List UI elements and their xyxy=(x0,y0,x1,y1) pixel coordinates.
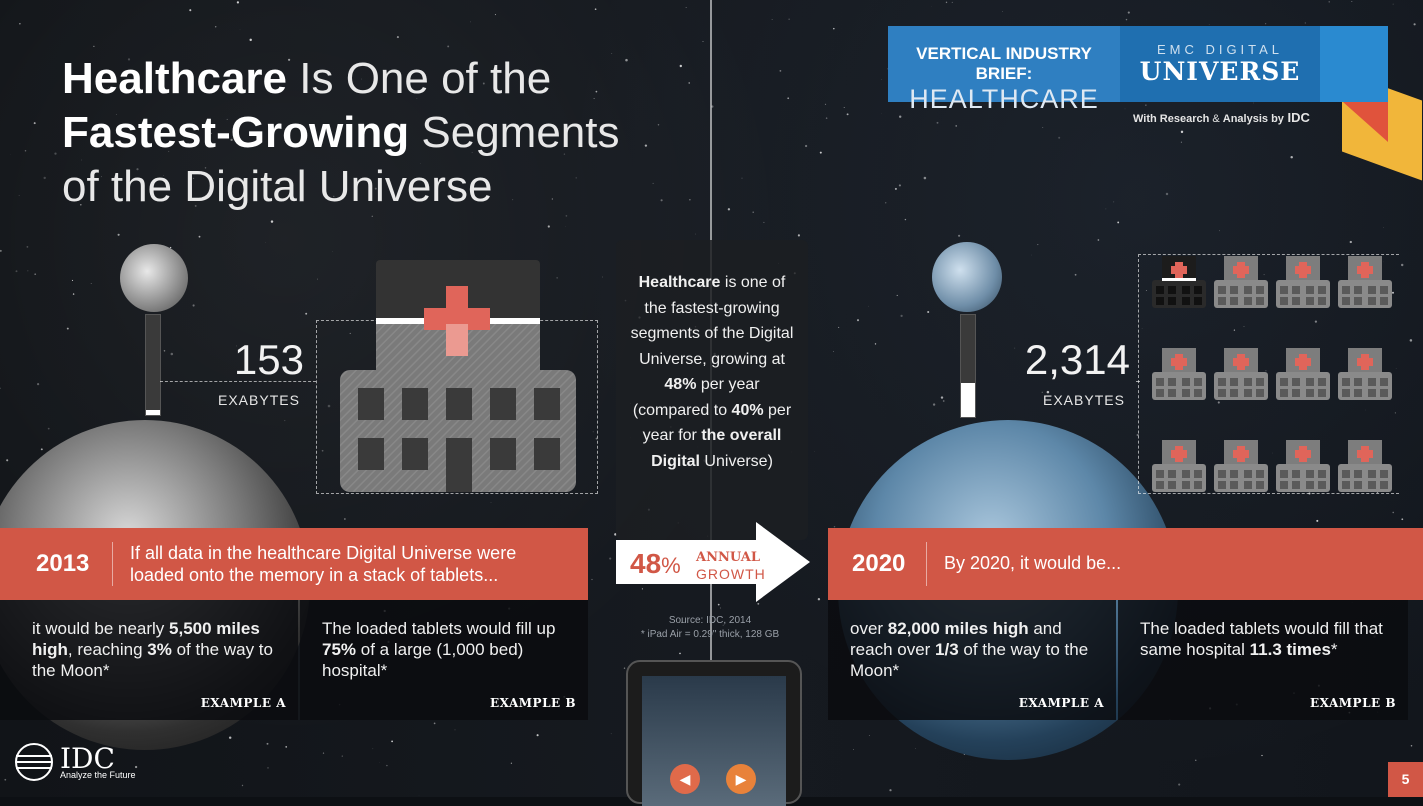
text: * xyxy=(1331,640,1338,659)
example-b-2020-text: The loaded tablets would fill that same … xyxy=(1140,618,1390,660)
highlight: 3% xyxy=(147,640,172,659)
byline: With Research & Analysis by IDC xyxy=(1133,110,1310,125)
hospital-icon-small xyxy=(1152,348,1206,400)
growth-summary-text: Healthcare is one of the fastest-growing… xyxy=(616,270,808,474)
byline-analysis: Analysis by xyxy=(1223,113,1284,125)
text: Universe) xyxy=(700,453,773,470)
example-b-2020: The loaded tablets would fill that same … xyxy=(1118,600,1408,720)
example-a-2020: over 82,000 miles high and reach over 1/… xyxy=(828,600,1116,720)
highlight: 11.3 times xyxy=(1250,640,1331,659)
distance-bar-right xyxy=(960,314,976,418)
highlight: Healthcare xyxy=(639,274,721,291)
hospital-icon-large xyxy=(340,258,578,494)
hospital-icon-small xyxy=(1214,440,1268,492)
ipad-screen: ◀ ▶ xyxy=(642,676,786,806)
unit-2013: EXABYTES xyxy=(218,392,300,408)
banner-2020: 2020 By 2020, it would be... xyxy=(828,528,1423,600)
page-title: Healthcare Is One of the Fastest-Growing… xyxy=(62,52,620,214)
banner-separator xyxy=(112,542,113,586)
highlight: 82,000 miles high xyxy=(888,619,1029,638)
title-text-2: Segments xyxy=(409,108,619,157)
hospital-icon-small xyxy=(1276,256,1330,308)
growth-value: 48% xyxy=(630,548,681,580)
hospital-icon-small xyxy=(1152,440,1206,492)
example-b-2013-text: The loaded tablets would fill up 75% of … xyxy=(322,618,572,681)
example-b-2013: The loaded tablets would fill up 75% of … xyxy=(300,600,588,720)
hospital-icon-small xyxy=(1276,348,1330,400)
hospital-icon-small xyxy=(1276,440,1330,492)
title-text-3: of the Digital Universe xyxy=(62,162,492,211)
idc-tagline: Analyze the Future xyxy=(60,770,136,780)
growth-label-1: ANNUAL xyxy=(696,550,760,565)
highlight: 40% xyxy=(732,402,764,419)
badge-emc-label: EMC DIGITAL xyxy=(1120,42,1320,57)
example-a-label: EXAMPLE A xyxy=(201,696,286,710)
badge-emc: EMC DIGITAL UNIVERSE xyxy=(1120,26,1320,102)
byline-research: With Research xyxy=(1133,113,1209,125)
title-word-fastest: Fastest-Growing xyxy=(62,108,409,157)
growth-summary-card: Healthcare is one of the fastest-growing… xyxy=(616,240,808,540)
ipad-image: ◀ ▶ xyxy=(626,660,802,804)
badge-ribbon-red xyxy=(1343,102,1388,142)
globe-icon xyxy=(14,742,54,782)
title-word-healthcare: Healthcare xyxy=(62,54,287,103)
value-2020: 2,314 xyxy=(1000,336,1130,384)
moon-icon-left xyxy=(120,244,188,312)
text: , reaching xyxy=(68,640,147,659)
title-text-1: Is One of the xyxy=(287,54,551,103)
annual-growth-arrow: 48% ANNUAL GROWTH xyxy=(616,522,810,602)
moon-icon-right xyxy=(932,242,1002,312)
unit-2020: EXABYTES xyxy=(1043,392,1125,408)
example-a-2020-text: over 82,000 miles high and reach over 1/… xyxy=(850,618,1108,681)
growth-percent: % xyxy=(661,553,681,578)
badge-brief-label: VERTICAL INDUSTRY BRIEF: xyxy=(888,44,1120,84)
right-arrow-icon: ▶ xyxy=(726,764,756,794)
hospital-icon-small xyxy=(1338,440,1392,492)
text: The loaded tablets would fill up xyxy=(322,619,555,638)
hospital-icon-small xyxy=(1338,256,1392,308)
example-a-2013: it would be nearly 5,500 miles high, rea… xyxy=(0,600,298,720)
distance-bar-left xyxy=(145,314,161,416)
page-number: 5 xyxy=(1388,762,1423,797)
byline-amp: & xyxy=(1209,113,1222,125)
example-a-label: EXAMPLE A xyxy=(1019,696,1104,710)
example-b-label: EXAMPLE B xyxy=(1310,696,1396,710)
badge-ribbon-flap xyxy=(1320,26,1388,102)
banner-separator xyxy=(926,542,927,586)
hospital-icon-small xyxy=(1338,348,1392,400)
hospital-icon-small xyxy=(1214,256,1268,308)
source-line-2: * iPad Air = 0.29" thick, 128 GB xyxy=(600,628,820,642)
value-2013: 153 xyxy=(200,336,304,384)
hospital-icon-small xyxy=(1152,256,1206,308)
example-a-2013-text: it would be nearly 5,500 miles high, rea… xyxy=(32,618,282,681)
text: it would be nearly xyxy=(32,619,169,638)
text: over xyxy=(850,619,888,638)
banner-2020-text: By 2020, it would be... xyxy=(944,552,1384,574)
badge-brief-value: HEALTHCARE xyxy=(888,84,1120,115)
banner-2013-text: If all data in the healthcare Digital Un… xyxy=(130,542,560,586)
left-arrow-icon: ◀ xyxy=(670,764,700,794)
source-note: Source: IDC, 2014 * iPad Air = 0.29" thi… xyxy=(600,614,820,642)
hospital-grid xyxy=(1152,256,1402,496)
badge-emc-value: UNIVERSE xyxy=(1120,57,1320,86)
growth-label-2: GROWTH xyxy=(696,566,766,582)
byline-idc: IDC xyxy=(1284,110,1310,125)
hospital-icon-small xyxy=(1214,348,1268,400)
industry-brief-badge: VERTICAL INDUSTRY BRIEF: HEALTHCARE EMC … xyxy=(888,26,1388,102)
year-2020: 2020 xyxy=(852,550,905,578)
badge-brief: VERTICAL INDUSTRY BRIEF: HEALTHCARE xyxy=(888,26,1120,102)
distance-bar-fill-right xyxy=(961,383,975,417)
growth-number: 48 xyxy=(630,548,661,579)
highlight: 75% xyxy=(322,640,356,659)
banner-2013: 2013 If all data in the healthcare Digit… xyxy=(0,528,588,600)
source-line-1: Source: IDC, 2014 xyxy=(600,614,820,628)
example-b-label: EXAMPLE B xyxy=(490,696,576,710)
year-2013: 2013 xyxy=(36,550,89,578)
highlight: 48% xyxy=(664,376,696,393)
distance-bar-fill-left xyxy=(146,410,160,415)
highlight: 1/3 xyxy=(935,640,959,659)
